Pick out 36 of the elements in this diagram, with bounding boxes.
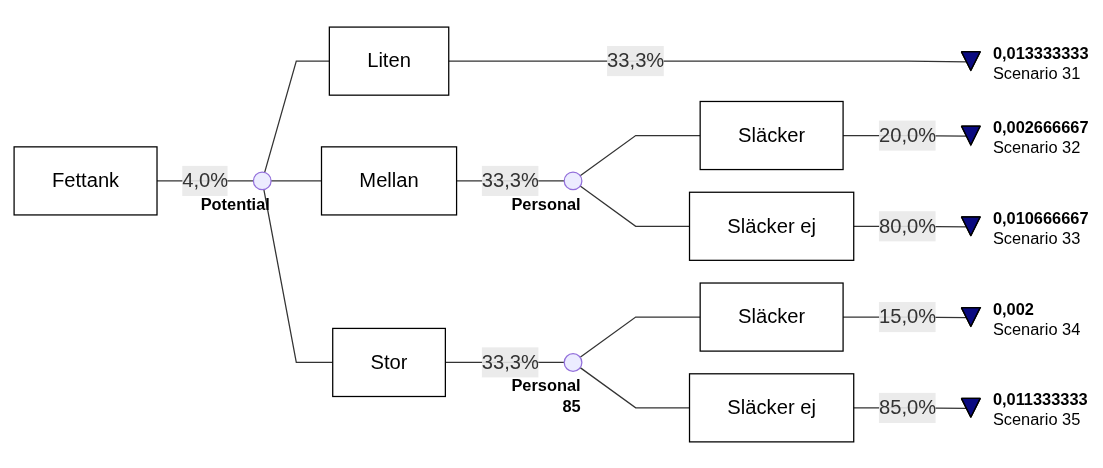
beside-text: Personal — [511, 375, 581, 394]
edge-label: 20,0% — [878, 123, 937, 146]
edge-label: 33,3% — [481, 350, 540, 373]
edge-label: 33,3% — [607, 49, 665, 71]
node-box: Liten — [328, 25, 450, 96]
beside-text: 85 — [562, 396, 581, 415]
connector — [579, 134, 701, 176]
node-box: Mellan — [320, 145, 458, 216]
edge-label: 33,3% — [481, 169, 540, 191]
connector — [579, 315, 701, 358]
beside-text: Potential — [200, 194, 270, 213]
node-box: Släcker — [699, 100, 844, 170]
beside-text: Scenario 31 — [992, 63, 1081, 82]
node-box: Släcker ej — [688, 191, 855, 261]
node-circle — [252, 170, 272, 190]
node-box: Släcker — [699, 281, 844, 352]
connector — [264, 60, 330, 173]
beside-text: 0,013333333 — [992, 43, 1089, 62]
beside-text: Scenario 35 — [992, 410, 1081, 428]
edge-label: 4,0% — [182, 169, 229, 191]
edge-label: 15,0% — [878, 305, 937, 327]
beside-text: 0,002 — [992, 299, 1034, 318]
edge-label: 80,0% — [878, 214, 937, 236]
beside-text: Scenario 32 — [992, 137, 1081, 156]
beside-text: Personal — [511, 194, 581, 213]
edge-label: 85,0% — [878, 396, 937, 418]
beside-text: 0,010666667 — [992, 208, 1089, 227]
node-box: Stor — [332, 327, 446, 397]
node-circle — [563, 170, 583, 190]
beside-text: Scenario 34 — [992, 319, 1081, 338]
beside-text: 0,011333333 — [992, 389, 1088, 408]
node-circle — [563, 352, 583, 372]
node-box: Fettank — [13, 145, 158, 216]
beside-text: Scenario 33 — [992, 228, 1081, 247]
node-box: Släcker ej — [688, 372, 855, 443]
beside-text: 0,002666667 — [992, 117, 1089, 136]
